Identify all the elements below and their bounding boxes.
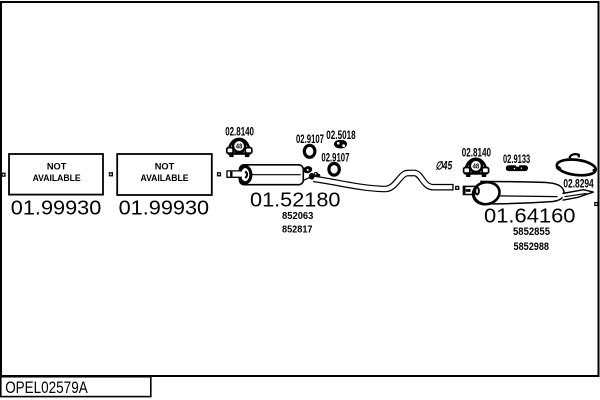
svg-text:01.64160: 01.64160: [484, 205, 576, 227]
svg-text:02.8294: 02.8294: [563, 179, 594, 191]
svg-text:01.99930: 01.99930: [11, 198, 102, 220]
svg-text:NOT: NOT: [47, 160, 67, 171]
svg-text:852817: 852817: [282, 224, 313, 236]
svg-text:02.9133: 02.9133: [503, 154, 530, 166]
svg-text:NOT: NOT: [155, 160, 175, 171]
svg-text:OPEL02579A: OPEL02579A: [5, 378, 88, 397]
svg-text:02.8140: 02.8140: [225, 127, 254, 139]
svg-text:02.9107: 02.9107: [321, 152, 349, 164]
svg-text:01.52180: 01.52180: [250, 190, 341, 212]
svg-text:48: 48: [236, 144, 243, 151]
svg-text:02.8140: 02.8140: [462, 147, 491, 159]
svg-text:852063: 852063: [282, 210, 314, 222]
svg-text:01.99930: 01.99930: [119, 198, 210, 220]
svg-text:02.5018: 02.5018: [326, 130, 356, 142]
svg-text:5852988: 5852988: [514, 241, 550, 253]
svg-text:48: 48: [473, 163, 480, 170]
svg-text:AVAILABLE: AVAILABLE: [33, 172, 81, 183]
svg-text:∅45: ∅45: [435, 161, 452, 173]
svg-text:AVAILABLE: AVAILABLE: [141, 172, 189, 183]
svg-text:02.9107: 02.9107: [296, 134, 324, 146]
svg-text:5852855: 5852855: [513, 226, 550, 238]
